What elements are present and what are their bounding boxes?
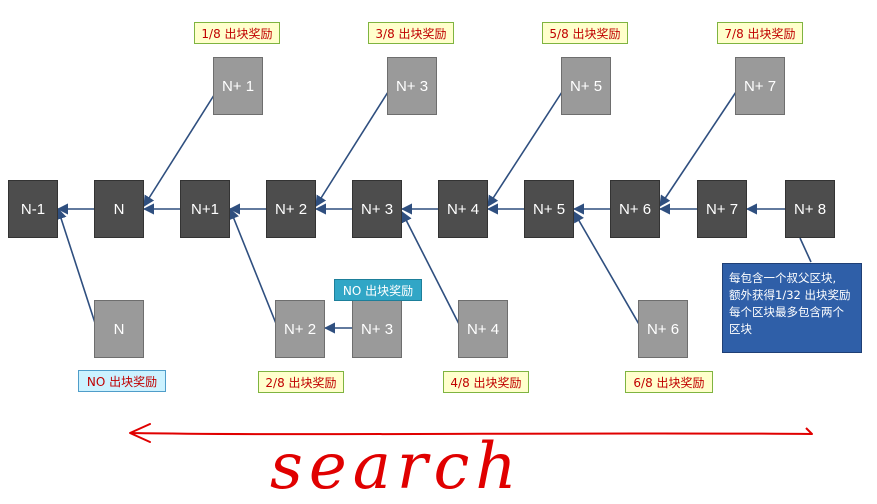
reward-label-top-n+3: 3/8 出块奖励: [368, 22, 454, 44]
uncle-block-top-n+1: N+ 1: [213, 57, 263, 115]
uncle-link: [487, 91, 563, 207]
reward-label-bottom-n+2: 2/8 出块奖励: [258, 371, 344, 393]
rule-note-line: 额外获得1/32 出块奖励: [729, 288, 851, 302]
uncle-block-bottom-n: N: [94, 300, 144, 358]
main-block-n+6: N+ 6: [610, 180, 660, 238]
reward-label-bottom-n: NO 出块奖励: [78, 370, 166, 392]
rule-note-line: 每包含一个叔父区块,: [729, 271, 837, 285]
rule-note-line: 区块: [729, 322, 752, 336]
uncle-block-bottom-n+2: N+ 2: [275, 300, 325, 358]
uncle-block-top-n+3: N+ 3: [387, 57, 437, 115]
reward-label-bottom-n+4: 4/8 出块奖励: [443, 371, 529, 393]
uncle-block-top-n+5: N+ 5: [561, 57, 611, 115]
main-block-n-1: N-1: [8, 180, 58, 238]
uncle-link: [573, 211, 641, 327]
uncle-block-top-n+7: N+ 7: [735, 57, 785, 115]
uncle-link: [401, 211, 461, 327]
main-block-n+3: N+ 3: [352, 180, 402, 238]
reward-label-bottom-n+6: 6/8 出块奖励: [625, 371, 713, 393]
main-block-n+8: N+ 8: [785, 180, 835, 238]
main-block-n+4: N+ 4: [438, 180, 488, 238]
rule-note-line: 每个区块最多包含两个: [729, 305, 844, 319]
reward-label-top-n+7: 7/8 出块奖励: [717, 22, 803, 44]
uncle-block-bottom-n+4: N+ 4: [458, 300, 508, 358]
uncle-link: [315, 91, 389, 207]
main-block-n+2: N+ 2: [266, 180, 316, 238]
uncle-link: [659, 91, 737, 207]
main-block-n: N: [94, 180, 144, 238]
main-block-n+1: N+1: [180, 180, 230, 238]
main-block-n+5: N+ 5: [524, 180, 574, 238]
uncle-link: [228, 207, 278, 327]
main-block-n+7: N+ 7: [697, 180, 747, 238]
uncle-block-bottom-n+3: N+ 3: [352, 300, 402, 358]
reference-link: [799, 237, 812, 263]
uncle-block-bottom-n+6: N+ 6: [638, 300, 688, 358]
reward-label-top-n+1: 1/8 出块奖励: [194, 22, 280, 44]
uncle-link: [143, 91, 217, 207]
reward-label-top-n+5: 5/8 出块奖励: [542, 22, 628, 44]
rule-note: 每包含一个叔父区块, 额外获得1/32 出块奖励 每个区块最多包含两个 区块: [722, 263, 862, 353]
reward-label-bottom-n+3: NO 出块奖励: [334, 279, 422, 301]
uncle-link: [55, 207, 97, 327]
